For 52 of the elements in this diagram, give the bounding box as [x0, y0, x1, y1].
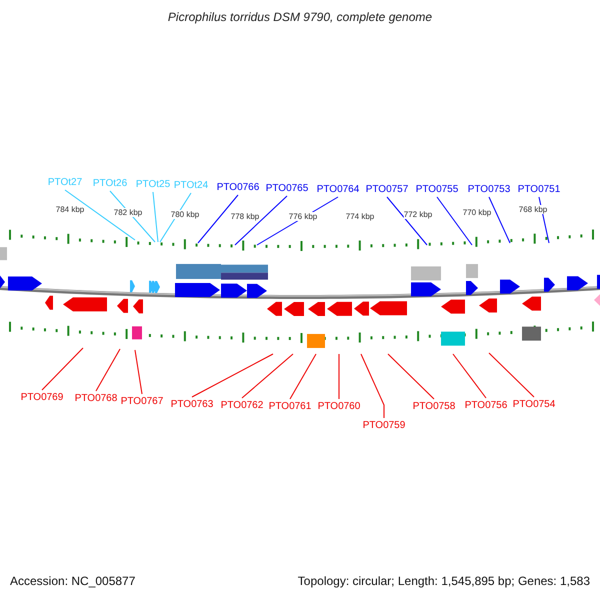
gene-label: PTO0753 — [468, 183, 510, 196]
gene-label: PTO0756 — [464, 399, 508, 412]
leader-line — [198, 194, 238, 244]
leader-line — [242, 354, 294, 398]
scale-label: 780 kbp — [170, 210, 200, 220]
scale-label: 782 kbp — [114, 208, 142, 218]
leader-line — [290, 354, 316, 400]
gene-label: PTO0768 — [74, 392, 118, 405]
leader-line — [452, 354, 486, 398]
leader-line — [386, 196, 428, 246]
leader-line — [488, 196, 510, 244]
scale-label: 784 kbp — [56, 204, 84, 214]
leader-line — [96, 348, 120, 392]
gene-label: PTOt25 — [136, 178, 170, 191]
gene-label: PTOt27 — [48, 176, 82, 189]
leader-line — [134, 350, 142, 394]
leader-line — [360, 354, 384, 418]
gene-label: PTOt26 — [92, 177, 128, 190]
scale-label: 772 kbp — [404, 210, 432, 220]
gene-label: PTO0760 — [318, 400, 360, 413]
gene-label: PTO0763 — [170, 398, 214, 411]
leader-line — [64, 190, 136, 240]
scale-label: 778 kbp — [230, 212, 260, 221]
leader-line — [436, 196, 472, 246]
leader-line — [234, 196, 288, 246]
leader-line — [388, 354, 434, 400]
leader-line — [488, 352, 534, 398]
gene-label: PTO0769 — [20, 391, 64, 404]
accession-text: Accession: NC_005877 — [10, 575, 136, 588]
gene-label: PTO0759 — [362, 419, 406, 432]
gene-label: PTO0758 — [412, 400, 456, 413]
gene-label: PTO0754 — [512, 398, 556, 411]
gene-label: PTO0757 — [366, 183, 408, 196]
scale-label: 770 kbp — [462, 208, 492, 217]
gene-label: PTO0762 — [220, 399, 264, 412]
gene-label: PTO0761 — [268, 400, 312, 413]
gene-label: PTOt24 — [174, 179, 208, 192]
gene-label: PTO0751 — [518, 183, 560, 196]
map-title: Picrophilus torridus DSM 9790, complete genome — [168, 11, 432, 24]
genome-summary-text: Topology: circular; Length: 1,545,895 bp; Genes: 1,583 — [298, 575, 590, 588]
scale-label: 776 kbp — [288, 212, 318, 221]
gene-label: PTO0755 — [416, 183, 458, 196]
scale-label: 768 kbp — [518, 204, 548, 214]
leader-line — [192, 354, 274, 398]
gene-label: PTO0765 — [266, 182, 308, 195]
gene-label: PTO0764 — [316, 183, 360, 196]
leader-line — [42, 348, 84, 390]
gene-label: PTO0767 — [120, 395, 164, 408]
leader-line — [338, 354, 340, 400]
gene-label: PTO0766 — [216, 181, 260, 194]
leader-line — [152, 192, 158, 242]
scale-label: 774 kbp — [346, 212, 374, 221]
